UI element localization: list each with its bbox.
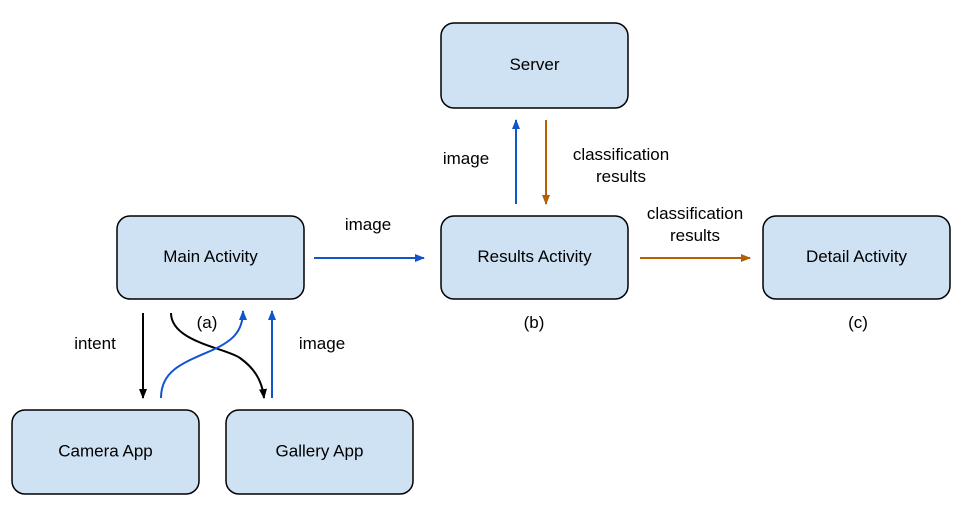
- detail-activity-node: Detail Activity: [762, 215, 951, 300]
- camera-app-node: Camera App: [11, 409, 200, 495]
- main-intent-label: intent: [74, 334, 116, 353]
- server-to-results-label-line2: results: [596, 167, 646, 186]
- camera-to-main-arrow: [160, 310, 247, 399]
- main-activity-node: Main Activity: [116, 215, 305, 300]
- section-label-a: (a): [197, 313, 218, 332]
- gallery-app-label: Gallery App: [276, 441, 364, 460]
- section-label-c: (c): [848, 313, 868, 332]
- main-to-results-label: image: [345, 215, 391, 234]
- gallery-app-node: Gallery App: [225, 409, 414, 495]
- results-activity-label: Results Activity: [477, 247, 592, 266]
- gallery-to-main-label: image: [299, 334, 345, 353]
- results-to-detail-label-line1: classification: [647, 204, 743, 223]
- server-to-results-label-line1: classification: [573, 145, 669, 164]
- results-activity-node: Results Activity: [440, 215, 629, 300]
- section-label-b: (b): [524, 313, 545, 332]
- server-node: Server: [440, 22, 629, 109]
- detail-activity-label: Detail Activity: [806, 247, 908, 266]
- main-to-gallery-arrow: [170, 312, 267, 399]
- main-activity-label: Main Activity: [163, 247, 258, 266]
- results-to-server-label: image: [443, 149, 489, 168]
- results-to-detail-label-line2: results: [670, 226, 720, 245]
- camera-app-label: Camera App: [58, 441, 153, 460]
- server-label: Server: [509, 55, 559, 74]
